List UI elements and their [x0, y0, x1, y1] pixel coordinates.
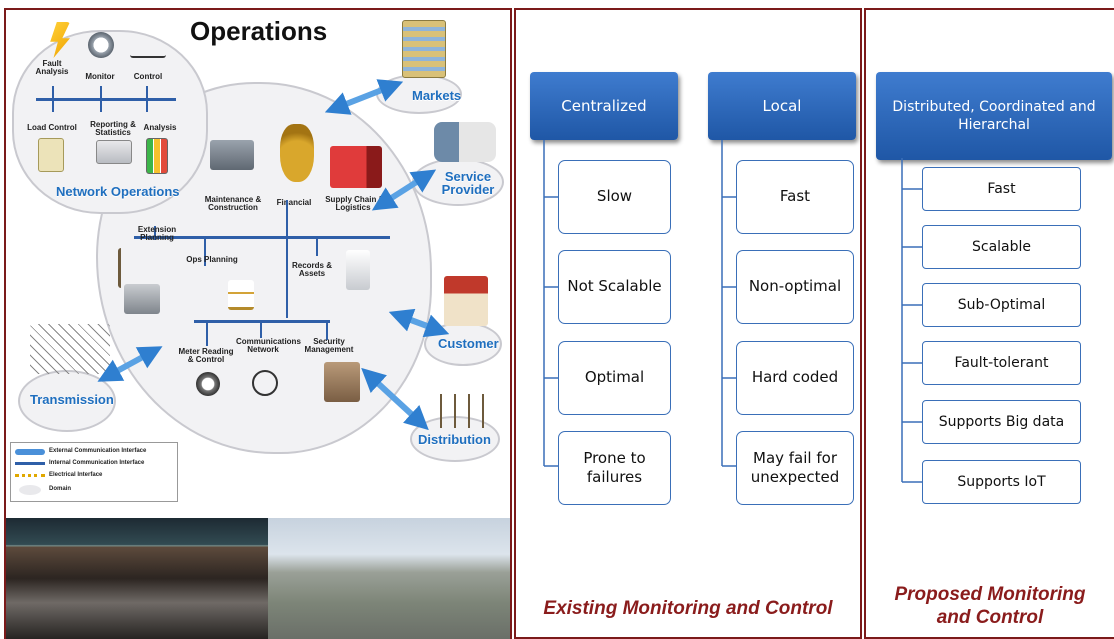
internal-bus — [316, 236, 318, 256]
external-interface-swatch — [15, 449, 45, 455]
service-truck-icon — [124, 284, 160, 314]
gauge-icon — [88, 32, 114, 58]
local-header: Local — [708, 72, 856, 140]
transmission-label: Transmission — [30, 392, 114, 407]
money-bag-icon — [280, 124, 314, 182]
network-hub-icon — [252, 370, 278, 396]
markets-label: Markets — [412, 88, 462, 103]
internal-bus — [36, 98, 176, 101]
centralized-item: Prone to failures — [558, 431, 671, 505]
core-item-label: Records & Assets — [291, 261, 332, 279]
centralized-item: Not Scalable — [558, 250, 671, 324]
local-item: Fast — [736, 160, 854, 234]
internal-interface-swatch — [15, 462, 45, 465]
core-item-label: Supply Chain / Logistics — [325, 195, 381, 213]
customer-label: Customer — [438, 336, 499, 351]
operations-title: Operations — [190, 16, 328, 46]
proposed-header: Distributed, Coordinated and Hierarchal — [876, 72, 1112, 160]
wind-turbine-icon — [346, 250, 370, 290]
proposed-connectors — [901, 158, 922, 483]
core-item-label: Security Management — [304, 337, 354, 355]
core-item-label: Financial — [276, 198, 312, 207]
legend-label: Internal Communication Interface — [49, 460, 145, 466]
proposed-item: Fast — [922, 167, 1081, 211]
legend-label: Domain — [49, 486, 72, 492]
legend: External Communication Interface Interna… — [10, 442, 178, 502]
domain-swatch — [19, 485, 41, 495]
legend-label: External Communication Interface — [49, 448, 147, 454]
internal-bus — [52, 86, 54, 112]
existing-connectors — [543, 140, 736, 467]
centralized-item: Optimal — [558, 341, 671, 415]
control-room-photo — [6, 518, 268, 639]
internal-bus — [134, 236, 390, 239]
internal-bus — [260, 320, 262, 338]
network-operations-cloud — [12, 30, 208, 214]
centralized-item: Slow — [558, 160, 671, 234]
core-item-label: Ops Planning — [186, 255, 238, 264]
internal-bus — [194, 320, 330, 323]
core-item-label: Maintenance & Construction — [204, 195, 262, 213]
substation-photo — [268, 518, 510, 639]
network-item-label: Reporting & Statistics — [90, 120, 136, 138]
switch-icon — [130, 44, 166, 58]
meter-icon — [38, 138, 64, 172]
server-icon — [96, 140, 132, 164]
local-item: Non-optimal — [736, 250, 854, 324]
distribution-label: Distribution — [418, 432, 491, 447]
service-provider-label: Service Provider — [441, 169, 495, 197]
utility-pole-icon — [428, 394, 488, 428]
proposed-title: Proposed Monitoring and Control — [894, 584, 1086, 628]
proposed-item: Scalable — [922, 225, 1081, 269]
internal-bus — [206, 320, 208, 346]
network-item-label: Monitor — [85, 72, 115, 81]
round-meter-icon — [196, 372, 220, 396]
proposed-item: Supports IoT — [922, 460, 1081, 504]
internal-bus — [326, 320, 328, 340]
house-icon — [444, 276, 488, 326]
proposed-item: Supports Big data — [922, 400, 1081, 444]
local-item: Hard coded — [736, 341, 854, 415]
pole-icon — [118, 248, 140, 288]
centralized-header: Centralized — [530, 72, 678, 140]
internal-bus — [286, 200, 288, 318]
core-item-label: Meter Reading & Control — [178, 347, 234, 365]
castle-icon — [324, 362, 360, 402]
internal-bus — [204, 236, 206, 266]
electrical-interface-swatch — [15, 474, 45, 477]
network-item-label: Fault Analysis — [35, 59, 69, 77]
internal-bus — [154, 226, 156, 240]
proposed-item: Sub-Optimal — [922, 283, 1081, 327]
building-icon — [402, 20, 446, 78]
worker-icon — [434, 122, 496, 162]
core-item-label: Communications Network — [236, 337, 301, 355]
existing-title: Existing Monitoring and Control — [543, 598, 833, 619]
internal-bus — [100, 86, 102, 112]
proposed-panel — [864, 8, 1114, 639]
network-item-label: Load Control — [27, 123, 77, 132]
network-item-label: Analysis — [143, 123, 177, 132]
transmission-tower-icon — [30, 324, 110, 374]
external-arrows — [97, 79, 450, 431]
legend-label: Electrical Interface — [49, 472, 103, 478]
core-item-label: Extension Planning — [137, 225, 177, 243]
existing-panel — [514, 8, 862, 639]
proposed-item: Fault-tolerant — [922, 341, 1081, 385]
bar-chart-icon — [146, 138, 168, 174]
toolbox-icon — [210, 140, 254, 170]
internal-bus — [146, 86, 148, 112]
network-item-label: Control — [133, 72, 163, 81]
local-item: May fail for unexpected — [736, 431, 854, 505]
network-operations-label: Network Operations — [56, 184, 180, 199]
scale-icon — [228, 280, 254, 310]
